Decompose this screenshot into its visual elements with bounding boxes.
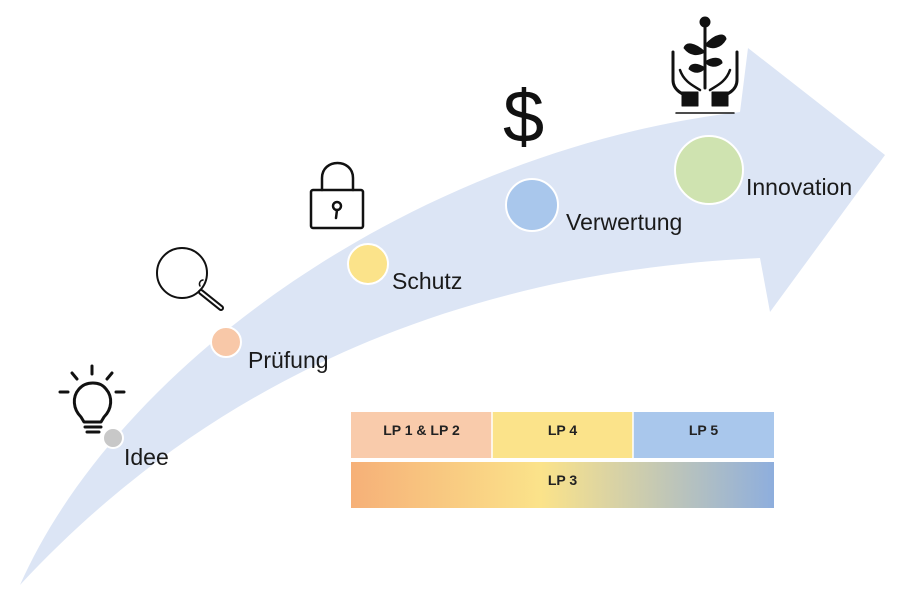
dollar-icon: $ [503, 75, 545, 158]
lp4-bar [492, 412, 633, 458]
lp12-label: LP 1 & LP 2 [383, 422, 460, 438]
magnifier-icon [156, 247, 224, 311]
lp4-label: LP 4 [547, 422, 578, 438]
stage-label-innovation: Innovation [746, 174, 853, 200]
lp5-bar [633, 412, 774, 458]
progress-arrow [20, 48, 885, 585]
padlock-icon [309, 161, 365, 230]
lp3-bar [351, 462, 774, 508]
stage-dot-idee [102, 427, 124, 449]
stage-label-pruefung: Prüfung [248, 347, 329, 373]
hands-plant-icon [671, 16, 739, 114]
lightbulb-icon [58, 364, 126, 434]
lp12-bar [351, 412, 492, 458]
lp3-label: LP 3 [547, 472, 578, 488]
lp5-label: LP 5 [688, 422, 719, 438]
stage-dot-innovation [674, 135, 744, 205]
stage-dot-pruefung [210, 326, 242, 358]
stage-dot-schutz [347, 243, 389, 285]
stage-label-verwertung: Verwertung [566, 209, 683, 235]
stage-label-schutz: Schutz [392, 268, 463, 294]
stage-label-idee: Idee [124, 444, 169, 470]
stage-dot-verwertung [505, 178, 559, 232]
